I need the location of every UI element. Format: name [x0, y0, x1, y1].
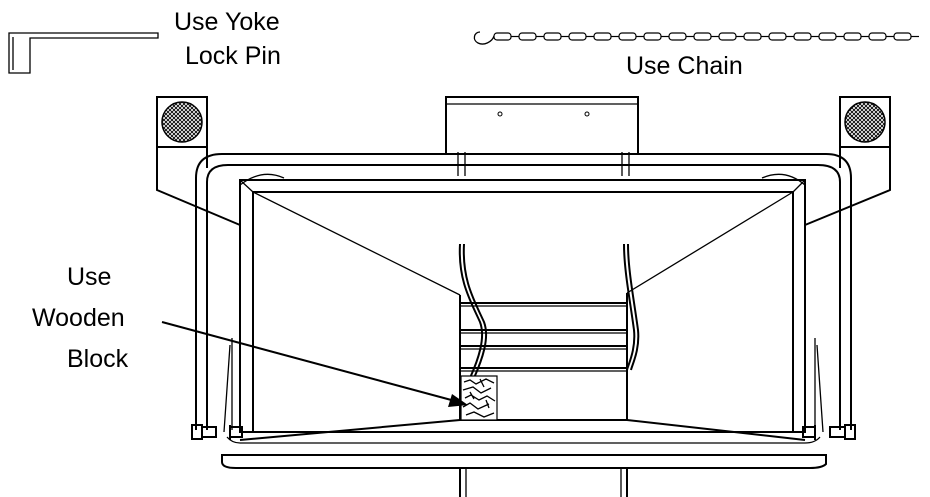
- yoke-arm: [459, 293, 628, 420]
- chain-link: [743, 32, 762, 41]
- yoke-label-line2: Lock Pin: [185, 42, 281, 70]
- chain-link: [518, 32, 537, 41]
- chain-link: [568, 32, 587, 41]
- chain-link: [843, 32, 862, 41]
- hydraulic-hoses: [458, 243, 640, 379]
- chain-link: [593, 32, 612, 41]
- block-leader-arrow: [161, 321, 468, 407]
- chain-link: [718, 32, 737, 41]
- block-label-line2: Wooden: [32, 304, 125, 332]
- chain-link: [643, 32, 662, 41]
- chain-link: [893, 32, 912, 41]
- chain-label: Use Chain: [626, 52, 743, 80]
- yoke-frame: [156, 147, 891, 430]
- chain-link: [793, 32, 812, 41]
- block-label-line1: Use: [67, 263, 111, 291]
- chain-link: [668, 32, 687, 41]
- chain-link: [618, 32, 637, 41]
- chain-link: [693, 32, 712, 41]
- yoke-lock-pin-icon: [8, 32, 159, 74]
- chain-icon: [473, 31, 919, 45]
- left-work-light-icon: [156, 96, 208, 148]
- yoke-label-line1: Use Yoke: [174, 8, 280, 36]
- lower-mast: [459, 468, 628, 497]
- right-pivot-pin: [802, 424, 856, 440]
- right-work-light-icon: [839, 96, 891, 148]
- block-label-line3: Block: [67, 345, 129, 373]
- chain-link: [818, 32, 837, 41]
- chain-link: [868, 32, 887, 41]
- left-pivot-pin: [191, 424, 243, 440]
- chain-link: [543, 32, 562, 41]
- wooden-block-icon: [460, 375, 498, 421]
- chain-link: [493, 32, 512, 41]
- chain-link: [768, 32, 787, 41]
- bucket-body: [221, 179, 827, 469]
